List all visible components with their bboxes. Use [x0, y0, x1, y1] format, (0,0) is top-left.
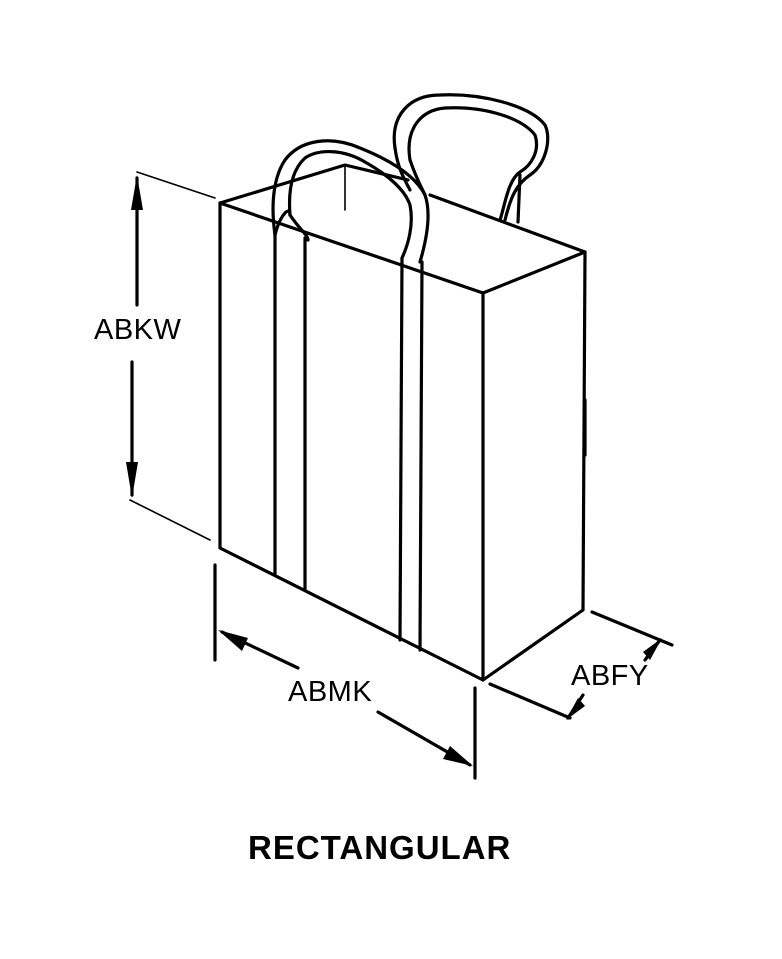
depth-label: ABFY [571, 660, 649, 692]
front-handle [271, 139, 430, 264]
depth-extension-front [488, 682, 572, 720]
back-handle-right-end [516, 173, 522, 224]
back-handle-inner [407, 106, 539, 222]
height-extension-top [136, 171, 216, 199]
height-extension-bottom [129, 499, 211, 541]
bag-front-face [218, 201, 485, 682]
depth-arrow-up-icon [643, 638, 662, 660]
shape-title: RECTANGULAR [248, 829, 512, 866]
height-label: ABKW [94, 314, 182, 346]
back-handle-left-leg [393, 146, 412, 192]
front-handle-inner [287, 150, 413, 260]
bag-side-face [481, 250, 587, 682]
width-arrow-right-icon [443, 746, 473, 766]
depth-arrow-down-icon [566, 698, 585, 720]
front-handle-left-loop [273, 209, 310, 242]
front-strap-right-outer [418, 260, 424, 652]
height-arrow-down-icon [126, 462, 138, 498]
front-strap-right-inner [398, 256, 404, 642]
back-handle [392, 93, 550, 222]
width-label: ABMK [288, 676, 373, 708]
width-arrow-left-icon [218, 630, 248, 651]
height-arrow-up-icon [131, 175, 143, 210]
